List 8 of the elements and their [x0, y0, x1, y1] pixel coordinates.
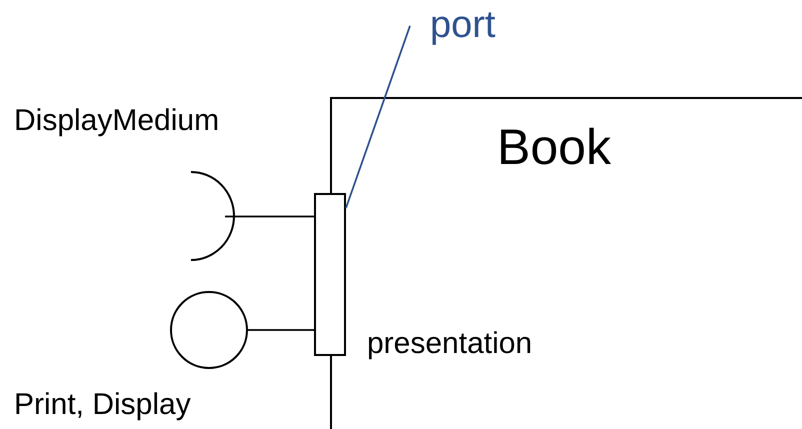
connector-line: [248, 329, 314, 331]
component-name: Book: [497, 119, 611, 176]
interface-name: Print, Display: [14, 388, 191, 422]
interface-name: DisplayMedium: [14, 104, 220, 138]
callout-label: port: [430, 4, 496, 48]
leader-line: [345, 26, 411, 208]
connector-line: [225, 216, 314, 218]
port-name: presentation: [367, 327, 532, 362]
